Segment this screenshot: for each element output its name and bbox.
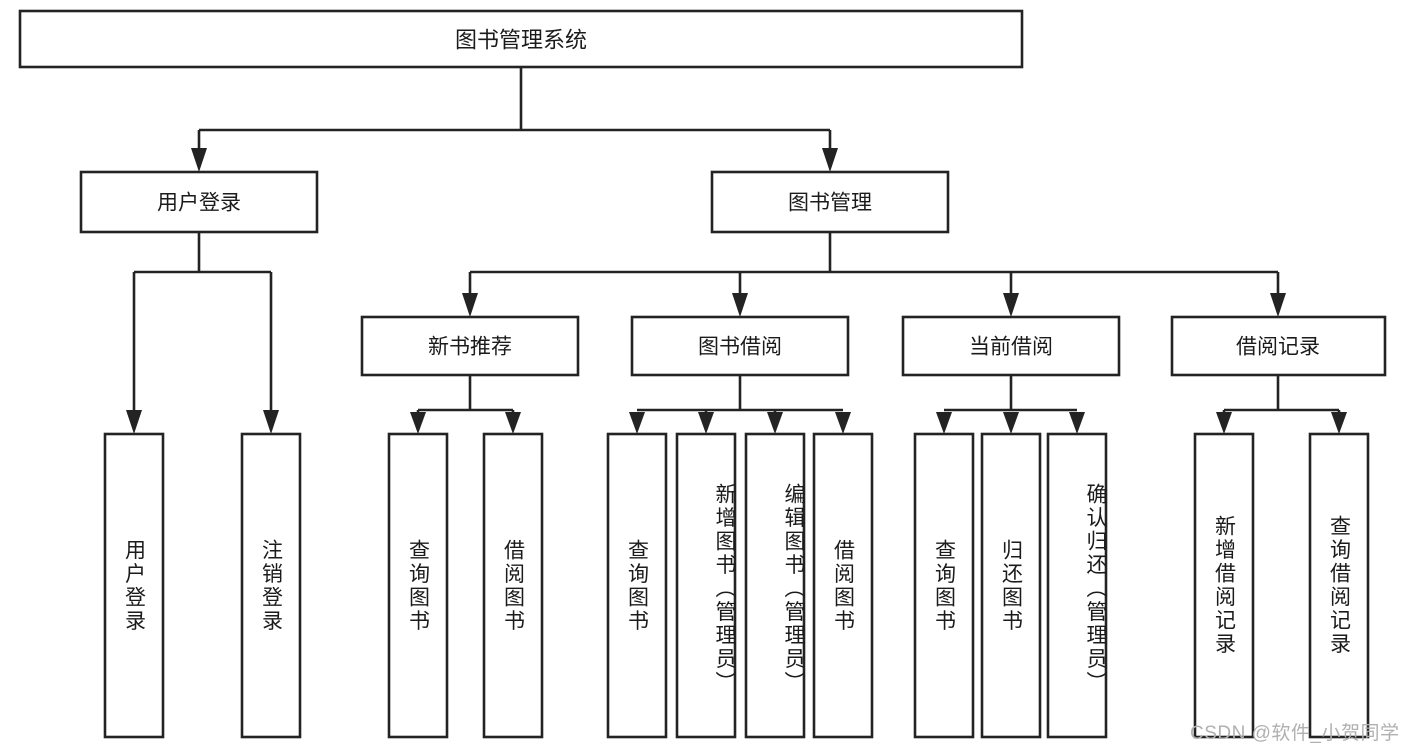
node-book-management[interactable]: 图书管理	[710, 170, 950, 234]
node-user-login[interactable]: 用户登录	[79, 170, 319, 234]
arrow-head-n2-leaf-4	[835, 412, 851, 434]
arrow-head-n3-leaf-2	[1003, 412, 1019, 434]
arrow-head-borrow-record	[1270, 293, 1286, 317]
node-current-borrow-box[interactable]	[901, 315, 1121, 377]
csdn-watermark: CSDN @软件_小贺同学	[1190, 723, 1400, 744]
arrow-head-current-borrow	[1003, 293, 1019, 317]
leaf-box-user-login[interactable]	[103, 432, 165, 739]
node-user-login-box[interactable]	[79, 170, 319, 234]
node-root[interactable]: 图书管理系统	[18, 9, 1024, 69]
leaf-box-query-book-1[interactable]	[387, 432, 449, 739]
arrow-head-n3-leaf-3	[1069, 412, 1085, 434]
arrow-head-user-leaf-2	[263, 410, 279, 434]
leaf-box-edit-book-admin[interactable]	[744, 432, 806, 739]
node-book-borrow-label: 图书借阅	[698, 336, 782, 359]
leaf-box-return-book[interactable]	[980, 432, 1042, 739]
leaf-box-add-borrow-record[interactable]	[1193, 432, 1255, 739]
node-root-box[interactable]	[18, 9, 1024, 69]
arrow-head-to-user-login	[191, 148, 207, 172]
leaf-box-add-book-admin[interactable]	[675, 432, 737, 739]
node-book-borrow-box[interactable]	[630, 315, 850, 377]
leaf-box-confirm-return-admin[interactable]	[1046, 432, 1108, 739]
arrow-head-n1-leaf-1	[410, 412, 426, 434]
node-book-management-box[interactable]	[710, 170, 950, 234]
node-current-borrow[interactable]: 当前借阅	[901, 315, 1121, 377]
leaf-box-query-book-2[interactable]	[606, 432, 668, 739]
arrow-head-user-leaf-1	[126, 410, 142, 434]
arrow-head-book-borrow	[732, 293, 748, 317]
node-new-book-recommend-label: 新书推荐	[428, 336, 512, 359]
leaf-box-query-book-3[interactable]	[913, 432, 975, 739]
arrow-head-n2-leaf-2	[698, 412, 714, 434]
arrow-head-n2-leaf-3	[767, 412, 783, 434]
arrow-head-n2-leaf-1	[629, 412, 645, 434]
arrow-head-n4-leaf-2	[1331, 412, 1347, 434]
leaf-box-group	[103, 432, 1370, 739]
node-new-book-recommend[interactable]: 新书推荐	[360, 315, 580, 377]
arrow-head-new-book-rec	[462, 293, 478, 317]
arrow-head-to-book-manage	[822, 148, 838, 172]
arrow-head-n1-leaf-2	[505, 412, 521, 434]
arrow-head-n3-leaf-1	[936, 412, 952, 434]
arrow-head-n4-leaf-1	[1216, 412, 1232, 434]
node-book-borrow[interactable]: 图书借阅	[630, 315, 850, 377]
node-root-label: 图书管理系统	[455, 28, 587, 53]
node-borrow-record-label: 借阅记录	[1236, 336, 1320, 359]
node-user-login-label: 用户登录	[157, 192, 241, 215]
leaf-box-borrow-book-2[interactable]	[812, 432, 874, 739]
leaf-box-logout[interactable]	[240, 432, 302, 739]
leaf-box-query-borrow-record[interactable]	[1308, 432, 1370, 739]
leaf-box-borrow-book-1[interactable]	[482, 432, 544, 739]
node-borrow-record-box[interactable]	[1170, 315, 1387, 377]
node-book-management-label: 图书管理	[788, 192, 872, 215]
node-current-borrow-label: 当前借阅	[969, 336, 1053, 359]
node-borrow-record[interactable]: 借阅记录	[1170, 315, 1387, 377]
connector-group	[126, 67, 1347, 434]
node-new-book-recommend-box[interactable]	[360, 315, 580, 377]
